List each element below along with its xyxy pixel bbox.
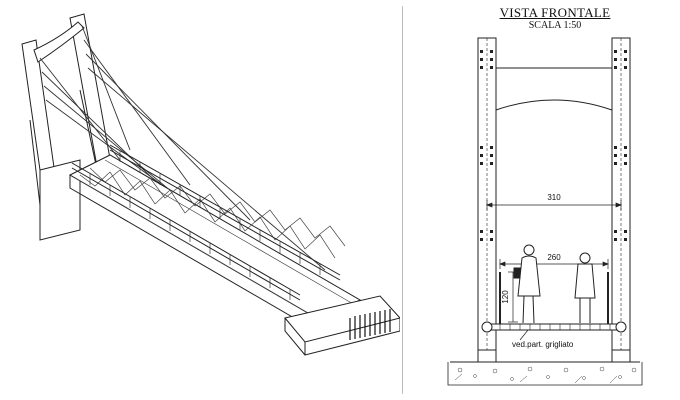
drawing-title: VISTA FRONTALE [499, 5, 611, 20]
human-figure-woman [513, 244, 541, 324]
callout-label: ved.part. grigliato [512, 340, 574, 349]
drawing-scale: SCALA 1:50 [528, 20, 582, 31]
deck-section [483, 323, 625, 331]
handrails [71, 144, 341, 301]
stay-cables [39, 25, 326, 276]
truss-hatching [74, 159, 356, 324]
bearing-right [615, 321, 627, 333]
view-divider [402, 6, 403, 394]
dimension-label-rail: 120 [501, 290, 510, 304]
arch-beam [495, 99, 613, 111]
end-landing [284, 295, 400, 343]
dimension-label-inner: 260 [547, 253, 561, 262]
end-grating [349, 309, 391, 340]
bearing-left [481, 321, 493, 333]
foundation [447, 349, 643, 386]
dimension-label-outer: 310 [547, 193, 561, 202]
isometric-bridge-view [21, 13, 400, 356]
callout-leader [519, 329, 529, 341]
bolt-plates [480, 50, 627, 241]
pylon-crossbeam [33, 21, 85, 63]
dimension-outer [486, 200, 622, 210]
human-figure-man [574, 252, 596, 323]
